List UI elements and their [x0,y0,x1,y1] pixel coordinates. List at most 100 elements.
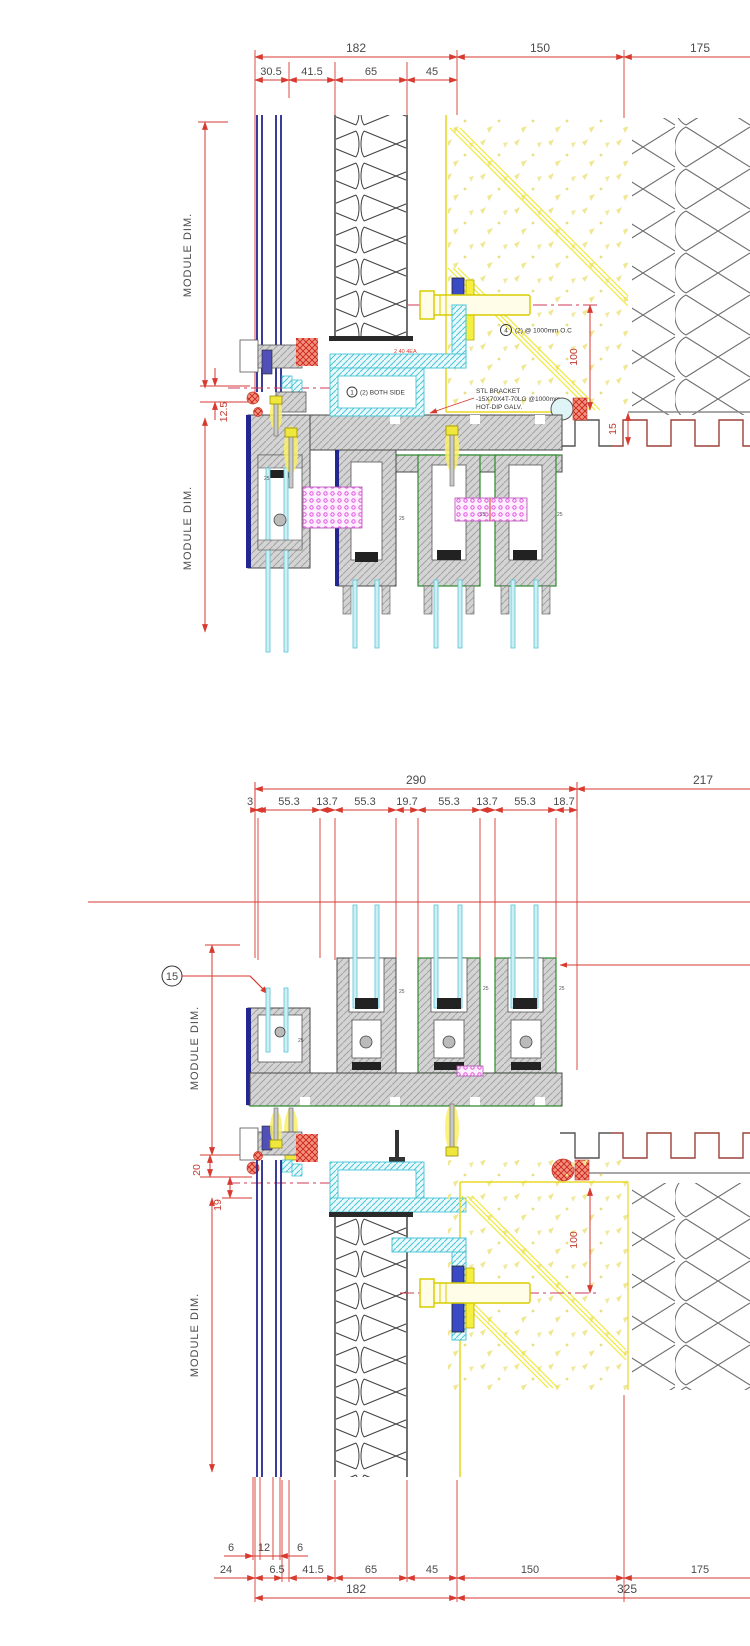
batt-insulation [632,1183,750,1390]
dim-19-7: 19.7 [396,796,417,808]
micro-dim: 25 [480,512,486,518]
callout-15-number: 15 [166,971,178,983]
dim-217: 217 [693,773,713,787]
vent-unit-2 [417,454,481,649]
anchor-bolt-assembly [391,1237,598,1341]
bottom-detail-drawing: 290 217 3 55.3 13.7 55.3 19.7 55.3 13.7 … [88,773,750,1602]
micro-dim: 25 [483,986,489,992]
micro-dim: 25 [264,476,270,482]
dim-19: 19 [212,1199,224,1211]
gasket [253,407,263,417]
dim-6: 6 [297,1542,303,1554]
keynote-1-number: 1 [350,390,354,397]
dim-175: 175 [691,1564,709,1576]
dim-12: 12 [258,1542,270,1554]
dim-13-7: 13.7 [316,796,337,808]
gasket [253,1151,263,1161]
module-dim-upper-label: MODULE DIM. [182,213,194,297]
micro-dim: 25 [399,989,405,995]
transom-fasteners [284,424,459,489]
mineral-wool-insulation [329,1212,413,1477]
micro-dim: 25 [557,512,563,518]
keynote-4-circle [500,324,512,336]
micro-dim: 25 [399,516,405,522]
dim-150: 150 [521,1564,539,1576]
bracket-note-line3: HOT-DIP GALV. [476,404,522,411]
inner-glass [265,987,271,1053]
keynote-4-number: 4 [504,328,508,335]
dim-3: 3 [247,796,253,808]
fire-stop [296,338,318,366]
dim-65: 65 [365,66,377,78]
dim-290: 290 [406,773,426,787]
joint-sealant [572,397,588,421]
bracket-note-line1: STL BRACKET [476,388,520,395]
bottom-extension-lines [254,810,578,1070]
dim-24: 24 [220,1564,232,1576]
dim-12-5: 12.5 [218,402,230,423]
fastener-note: 2 40 4EA [394,349,417,355]
module-dim-upper-label: MODULE DIM. [189,1006,201,1090]
inner-glass [283,467,289,653]
thermal-insulation-block [302,486,363,529]
both-side-note: (2) BOTH SIDE [360,390,405,397]
concrete-slab [448,1160,629,1477]
dim-55-3: 55.3 [438,796,459,808]
inner-glass [283,987,289,1053]
dim-182: 182 [346,1582,366,1596]
dim-100: 100 [568,1231,580,1249]
vent-unit-2 [417,904,481,1074]
mineral-wool-insulation [329,115,413,341]
vent-unit-1 [335,449,397,649]
dim-150: 150 [530,41,550,55]
module-dim-lower-label: MODULE DIM. [182,486,194,570]
dim-20: 20 [191,1164,203,1176]
bracket-note-line2: -15X70X4T-70LG @1000mm [476,396,560,403]
dim-175: 175 [690,41,710,55]
stack-joint [228,1107,405,1184]
bottom-lower-extension-lines [252,1395,625,1602]
callout-15: 15 [161,965,269,995]
vent-unit-1 [336,904,397,1074]
concrete-slab [445,115,629,413]
dim-45: 45 [426,1564,438,1576]
thermal-insulation-block [454,497,528,522]
gasket [246,1161,260,1175]
transom-profile [249,1072,563,1107]
bracket-note: STL BRACKET -15X70X4T-70LG @1000mm HOT-D… [429,388,560,414]
dim-182: 182 [346,41,366,55]
vent-unit-3 [494,904,557,1074]
inner-glass [265,467,271,653]
module-dim-lower-label: MODULE DIM. [189,1293,201,1377]
batt-insulation [632,118,750,415]
firestop-tray [329,1161,467,1213]
dim-55-3: 55.3 [514,796,535,808]
dim-6: 6 [228,1542,234,1554]
micro-dim: 25 [559,986,565,992]
dim-6-5: 6.5 [269,1564,284,1576]
dim-18-7: 18.7 [553,796,574,808]
dim-65: 65 [365,1564,377,1576]
curtain-wall-glass [256,1160,282,1477]
vent-unit-3 [494,454,557,649]
dim-41-5: 41.5 [302,1564,323,1576]
gasket [246,391,260,405]
keynote-1-circle [346,386,358,398]
dim-30-5: 30.5 [260,66,281,78]
dim-55-3: 55.3 [278,796,299,808]
dim-15: 15 [607,423,619,435]
thermal-insulation-block [456,1065,484,1077]
micro-dim: 25 [298,1038,304,1044]
firestop-tray: 1 (2) BOTH SIDE [329,353,467,417]
anchor-note: (2) @ 1000mm O.C [515,328,572,335]
metal-deck-profile [560,411,750,447]
fire-stop [296,1134,318,1162]
dim-41-5: 41.5 [301,66,322,78]
top-detail-drawing: 182 150 175 30.5 41.5 65 45 MODULE DIM. … [182,41,750,653]
dim-13-7: 13.7 [476,796,497,808]
joint-dims [200,1154,252,1199]
dim-325: 325 [617,1582,637,1596]
steel-angle [391,1237,467,1253]
